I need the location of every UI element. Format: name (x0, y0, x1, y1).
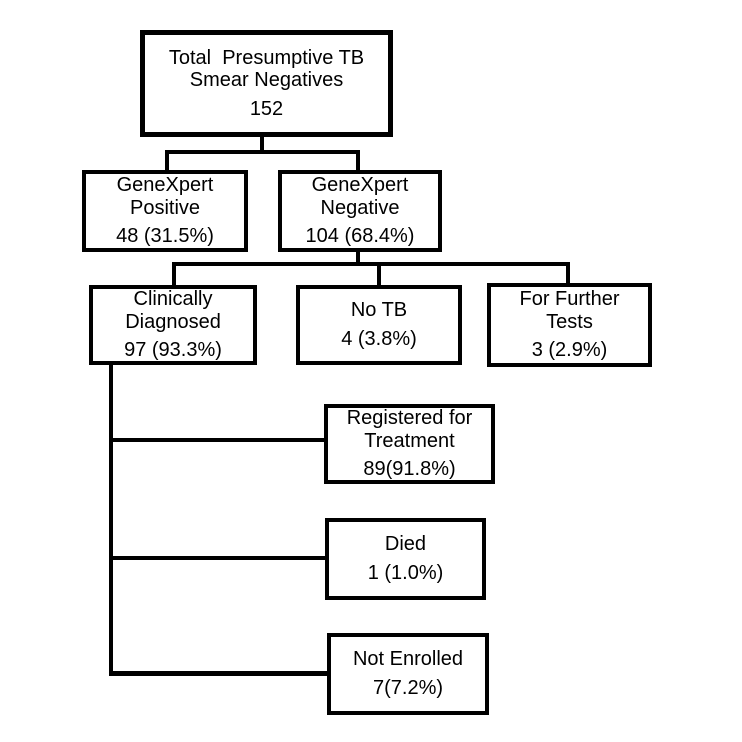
connector-row2-bar (165, 150, 360, 154)
node-value: 89(91.8%) (363, 458, 456, 481)
node-label: Total Presumptive TB (168, 46, 365, 69)
node-no-tb: No TB 4 (3.8%) (296, 285, 462, 365)
node-label: Diagnosed (125, 310, 221, 333)
node-died: Died 1 (1.0%) (325, 518, 486, 600)
node-value: 4 (3.8%) (341, 328, 417, 350)
node-not-enrolled: Not Enrolled 7(7.2%) (327, 633, 489, 715)
node-registered-for-treatment: Registered for Treatment 89(91.8%) (324, 404, 495, 484)
node-label: Negative (320, 196, 400, 219)
node-value: 1 (1.0%) (367, 562, 444, 584)
connector-branch-not-enrolled (109, 671, 327, 676)
connector-stub-no-tb (377, 262, 381, 287)
node-clinically-diagnosed: Clinically Diagnosed 97 (93.3%) (89, 285, 257, 365)
node-label: For Further (519, 288, 620, 311)
node-label: Treatment (364, 429, 455, 452)
node-label: No TB (350, 299, 408, 322)
connector-stub-genexpert-positive (165, 150, 169, 172)
node-genexpert-positive: GeneXpert Positive 48 (31.5%) (82, 170, 248, 252)
node-total-presumptive: Total Presumptive TB Smear Negatives 152 (140, 30, 393, 137)
node-label: GeneXpert (116, 174, 214, 197)
node-label: Registered for (346, 407, 473, 430)
connector-stub-further-tests (566, 262, 570, 285)
node-value: 7(7.2%) (372, 677, 444, 699)
connector-stub-clinically-diagnosed (172, 262, 176, 287)
connector-row3-bar (172, 262, 570, 266)
node-value: 97 (93.3%) (124, 339, 222, 362)
node-label: Smear Negatives (189, 69, 344, 92)
node-label: Positive (129, 196, 201, 219)
node-label: Not Enrolled (352, 648, 464, 671)
connector-branch-registered (109, 438, 324, 442)
node-genexpert-negative: GeneXpert Negative 104 (68.4%) (278, 170, 442, 252)
node-value: 104 (68.4%) (305, 225, 415, 248)
connector-stub-genexpert-negative (356, 150, 360, 172)
node-value: 152 (249, 97, 284, 120)
connector-negative-drop (356, 250, 360, 266)
connector-branch-died (109, 556, 325, 560)
node-value: 48 (31.5%) (116, 225, 214, 248)
node-value: 3 (2.9%) (531, 339, 608, 362)
node-label: GeneXpert (311, 174, 409, 197)
node-further-tests: For Further Tests 3 (2.9%) (487, 283, 652, 367)
node-label: Clinically (133, 288, 213, 311)
node-label: Died (384, 533, 427, 556)
connector-total-drop (260, 135, 264, 152)
connector-clinically-drop (109, 363, 113, 676)
node-label: Tests (546, 310, 593, 333)
